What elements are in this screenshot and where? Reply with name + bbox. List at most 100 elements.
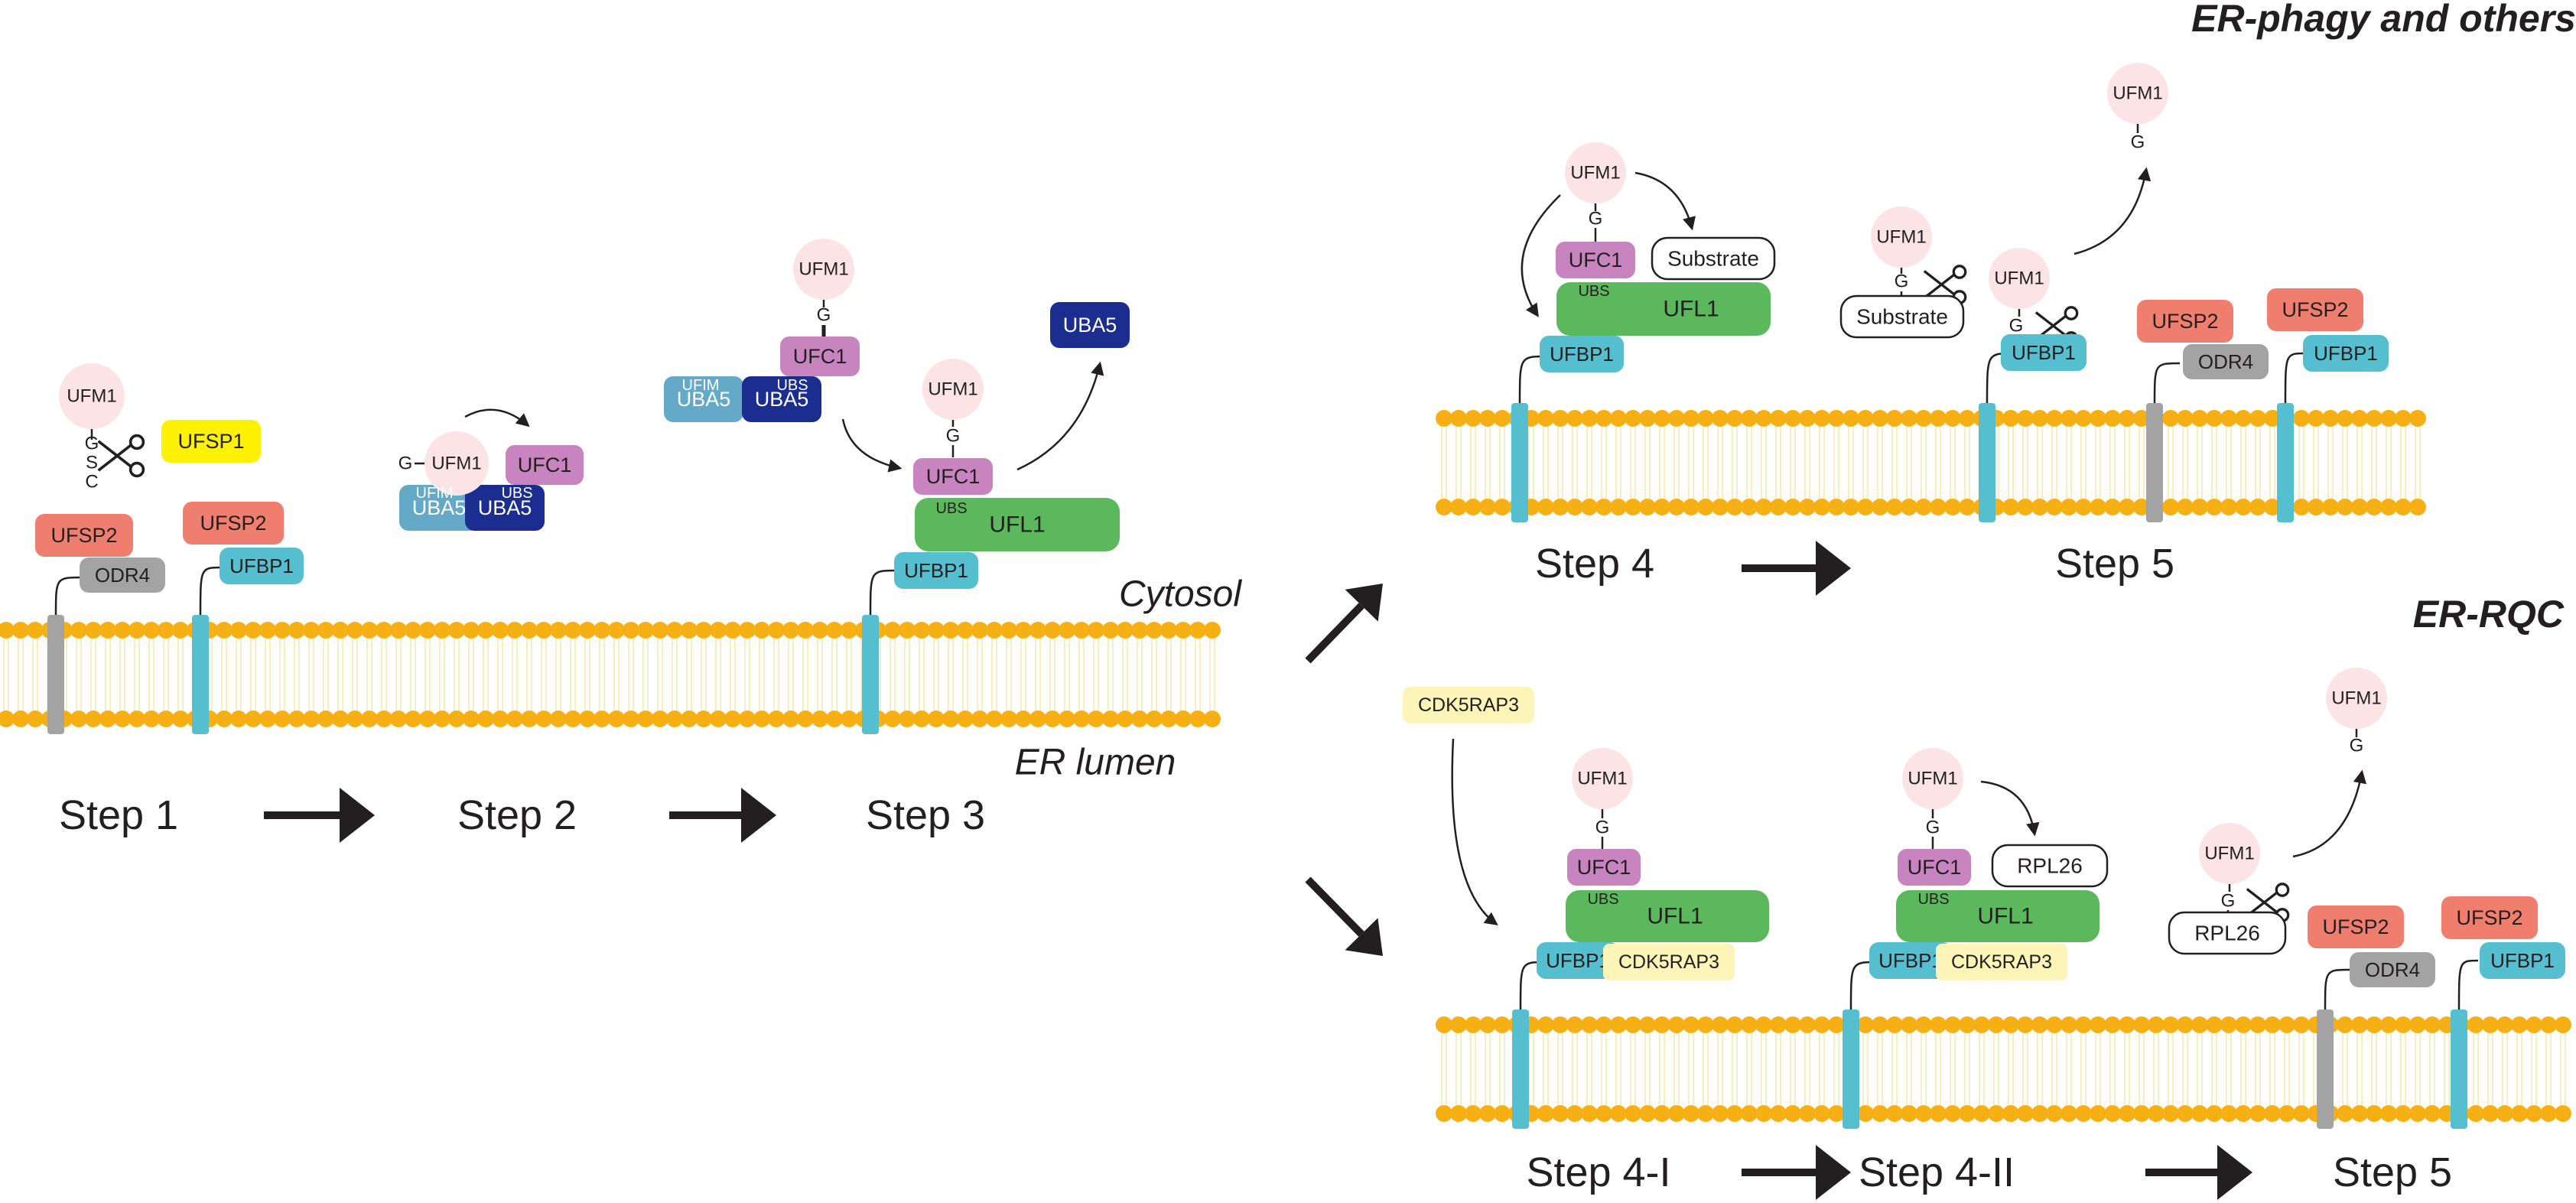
ufsp2-step5c-shape	[2308, 906, 2404, 948]
ufm1-step5-rpl26-label: UFM1	[2204, 844, 2254, 864]
er-phagy-title: ER-phagy and others	[2191, 0, 2576, 40]
ufc1-step4-2-shape	[1898, 849, 1971, 886]
ufbp1-step5d-shape	[2480, 942, 2565, 979]
uba5-ubs-step3-shape	[742, 376, 821, 422]
cytosol-label: Cytosol	[1119, 574, 1242, 615]
ubs-label-step4: UBS	[1578, 283, 1609, 300]
g-residue-step2: G	[398, 454, 413, 474]
step4-2-label: Step 4-II	[1859, 1149, 2015, 1195]
substrate-step4-label: Substrate	[1667, 247, 1759, 271]
ufl1-step4-2-label: UFL1	[1977, 904, 2033, 929]
ufm1-step4-2-shape	[1902, 748, 1963, 809]
rpl26-step4-2-label: RPL26	[2017, 854, 2083, 878]
odr4-anchor-step1	[47, 615, 64, 734]
g-residue-step4: G	[1589, 209, 1603, 229]
odr4-step5-shape	[2183, 344, 2269, 379]
ufsp2-step5b-shape	[2267, 288, 2363, 331]
step1-label: Step 1	[59, 792, 178, 838]
uba5-ubs-step2-shape	[465, 485, 545, 531]
ufm1-step3-free-label: UFM1	[798, 259, 848, 280]
ufsp2-step5c-label: UFSP2	[2322, 915, 2389, 938]
ufsp1-shape	[161, 420, 261, 463]
ufbp1-step4-shape	[1540, 336, 1624, 372]
ufbp1-step5b-label: UFBP1	[2314, 342, 2378, 365]
ufc1-step2-shape	[506, 445, 584, 485]
rpl26-step5-shape	[2168, 911, 2287, 955]
scissors-icon-step5a	[1923, 265, 1967, 304]
ufc1-step4-shape	[1556, 242, 1635, 278]
ubs-label-step4-2: UBS	[1917, 891, 1949, 908]
arrow-release-ufm1-lower	[2292, 769, 2367, 858]
tether-ufbp1-step5b	[2284, 352, 2306, 405]
arrow-icon-step1-2	[264, 788, 375, 843]
g-residue-step4-2: G	[1926, 818, 1940, 838]
cdk5rap3-free-shape	[1403, 687, 1534, 723]
uba5-ufim-step3-shape	[664, 376, 743, 422]
ufsp2-step5a-shape	[2137, 300, 2233, 343]
scissors-icon-step1	[97, 434, 145, 478]
ufm1-step2-label: UFM1	[431, 454, 481, 474]
arrow-release-uba5-step3	[1016, 361, 1104, 471]
ufsp2-step1-shape	[35, 514, 133, 557]
odr4-step5c-label: ODR4	[2365, 958, 2420, 981]
ufbp1-step4-1-label: UFBP1	[1546, 949, 1610, 972]
ufl1-step4-shape	[1556, 282, 1771, 336]
ufm1-step4-1-label: UFM1	[1577, 769, 1627, 789]
arrow-icon-branch-up	[1305, 584, 1383, 664]
ufsp2-step1b-label: UFSP2	[200, 512, 266, 535]
tether-ufbp1-step3	[869, 569, 897, 616]
ufl1-step4-label: UFL1	[1663, 297, 1719, 322]
ufm1-step4-1-shape	[1572, 748, 1633, 809]
ufc1-step2-label: UFC1	[518, 454, 572, 476]
ufl1-step3-label: UFL1	[989, 512, 1045, 538]
uba5-ubs-step2-label: UBA5	[478, 496, 532, 519]
ufbp1-anchor-step5b	[2277, 403, 2294, 522]
ufbp1-step3-shape	[894, 552, 978, 589]
ufm1-step3-shape	[922, 359, 984, 420]
ufbp1-anchor-step4-1	[1512, 1010, 1529, 1129]
ufm1-released-lower-label: UFM1	[2331, 688, 2381, 709]
substrate-step5-label: Substrate	[1856, 305, 1948, 329]
rpl26-step4-2-shape	[1991, 844, 2109, 888]
ubs-label-step2: UBS	[501, 485, 532, 502]
ufm1-released-upper-label: UFM1	[2113, 83, 2162, 104]
odr4-anchor-step5c	[2317, 1010, 2334, 1129]
step5-label-upper: Step 5	[2055, 541, 2174, 587]
g-residue-step5b: G	[2009, 316, 2024, 337]
ufbp1-anchor-step4	[1511, 403, 1528, 522]
tether-ufbp1-step5d	[2457, 959, 2479, 1010]
ufsp2-step5b-label: UFSP2	[2282, 298, 2348, 321]
g-residue-step3b: G	[946, 426, 961, 447]
substrate-step5-shape	[1839, 294, 1965, 339]
arrow-release-ufm1-upper	[2073, 167, 2152, 255]
ufm1-step5-ufbp1-shape	[1989, 248, 2050, 309]
ufl1-step4-1-shape	[1566, 890, 1769, 942]
ufm1-step3-label: UFM1	[928, 379, 977, 400]
tether-odr4-step5c	[2324, 968, 2350, 1010]
ufc1-step4-1-shape	[1567, 849, 1641, 886]
g-residue-step3a: G	[817, 305, 831, 326]
odr4-step5-label: ODR4	[2198, 350, 2253, 373]
ufsp2-step5d-label: UFSP2	[2456, 906, 2522, 929]
ufc1-step4-2-label: UFC1	[1908, 856, 1962, 879]
ufc1-step4-1-label: UFC1	[1577, 856, 1631, 879]
ufbp1-step5a-label: UFBP1	[2012, 341, 2076, 364]
step2-label: Step 2	[457, 792, 577, 838]
cdk5rap3-step4-2-label: CDK5RAP3	[1951, 951, 2052, 973]
membrane-lower-right	[1436, 1016, 2571, 1122]
step3-label: Step 3	[866, 792, 985, 838]
ufbp1-step3-label: UFBP1	[904, 559, 968, 582]
ufm1-step4-shape	[1565, 142, 1626, 203]
ufbp1-anchor-step5d	[2451, 1010, 2467, 1129]
ufbp1-step1-label: UFBP1	[229, 554, 294, 577]
uba5-ufim-step2-shape	[399, 485, 479, 531]
odr4-anchor-step5	[2146, 403, 2163, 522]
g-residue-released-upper: G	[2131, 132, 2145, 153]
uba5-released-step3-label: UBA5	[1063, 314, 1117, 337]
ufbp1-anchor-step3	[862, 615, 879, 734]
ufsp2-step5a-label: UFSP2	[2152, 310, 2218, 333]
ubs-label-step4-1: UBS	[1587, 891, 1618, 908]
ufim-label-step3: UFIM	[682, 377, 720, 394]
odr4-step1-shape	[80, 558, 165, 593]
er-rqc-title: ER-RQC	[2413, 593, 2565, 636]
